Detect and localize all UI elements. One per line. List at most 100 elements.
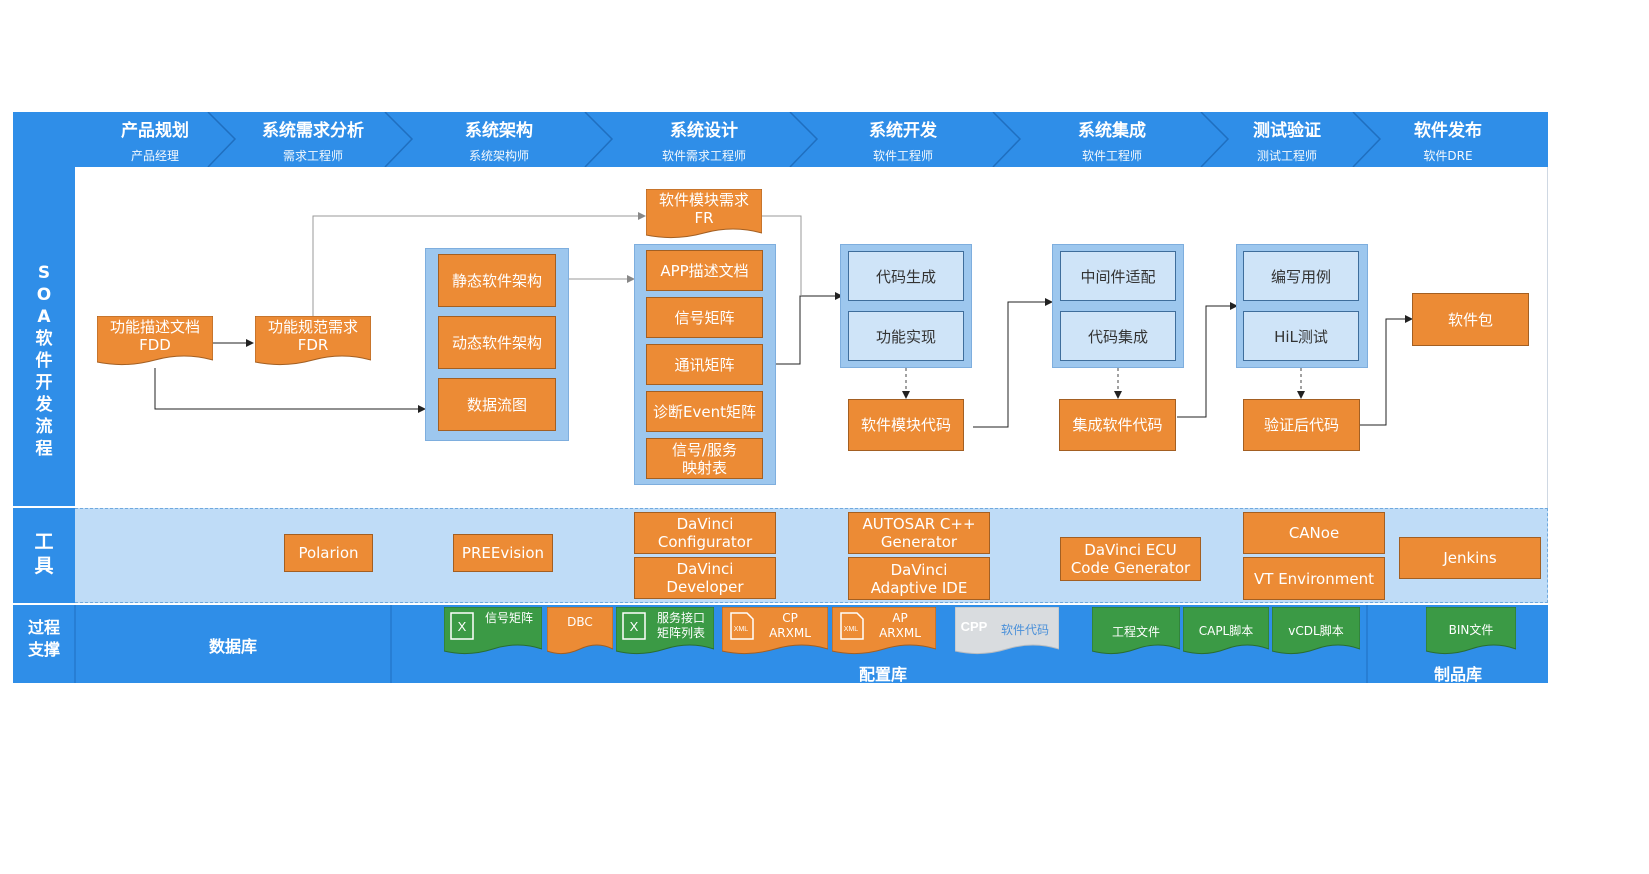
support-row-label: 过程支撑 [13,617,75,661]
artifact-item-label: BIN文件 [1448,623,1494,637]
fdr-document[interactable]: 功能规范需求 FDR [255,316,371,368]
phase-title: 系统架构 [465,121,533,141]
app-description-box[interactable]: APP描述文档 [646,250,763,291]
tools-row-text: 工具 [34,531,54,577]
phase-software-release: 软件发布 软件DRE [1368,112,1528,167]
svg-text:XML: XML [844,626,859,633]
fr-line1: 软件模块需求 [658,191,749,209]
phase-title: 软件发布 [1414,121,1482,141]
verified-code-box[interactable]: 验证后代码 [1243,399,1360,451]
tool-davinci-ecu[interactable]: DaVinci ECU Code Generator [1060,537,1201,581]
comm-matrix-box[interactable]: 通讯矩阵 [646,344,763,385]
fdd-line2: FDD [139,336,171,354]
hil-test-box[interactable]: HiL测试 [1243,311,1359,361]
tool-autosar-generator[interactable]: AUTOSAR C++ Generator [848,512,990,554]
config-item-signal-matrix[interactable]: X 信号矩阵 [444,607,542,657]
phase-title: 系统开发 [869,121,937,141]
phase-system-requirements: 系统需求分析 需求工程师 [233,112,393,167]
tool-davinci-configurator[interactable]: DaVinci Configurator [634,512,776,554]
software-package-box[interactable]: 软件包 [1412,293,1529,346]
excel-icon: X [450,612,474,640]
phase-role: 软件工程师 [1081,149,1142,163]
config-item-vcdl-script[interactable]: vCDL脚本 [1272,607,1360,657]
tool-jenkins[interactable]: Jenkins [1399,537,1541,579]
module-code-box[interactable]: 软件模块代码 [848,399,964,451]
phase-system-integration: 系统集成 软件工程师 [1032,112,1192,167]
document-shape [1426,607,1516,655]
tool-davinci-adaptive-ide[interactable]: DaVinci Adaptive IDE [848,557,990,600]
config-item-project-file[interactable]: 工程文件 [1092,607,1180,657]
xml-icon: XML [840,612,864,640]
phase-title: 系统设计 [670,121,738,141]
phase-title: 系统集成 [1078,121,1146,141]
xml-icon: XML [730,612,754,640]
document-shape [97,316,213,366]
feature-implementation-box[interactable]: 功能实现 [848,311,964,361]
phase-role: 测试工程师 [1256,149,1317,163]
document-shape [255,316,371,366]
phase-role: 软件工程师 [872,149,933,163]
write-testcase-box[interactable]: 编写用例 [1243,251,1359,301]
artifact-item-bin[interactable]: BIN文件 [1426,607,1516,657]
signal-service-map-box[interactable]: 信号/服务映射表 [646,438,763,479]
tool-polarion[interactable]: Polarion [284,534,373,572]
fr-document[interactable]: 软件模块需求 FR [646,189,762,241]
config-item-dbc[interactable]: DBC [547,607,613,657]
config-item-label: vCDL脚本 [1288,624,1344,638]
config-repo-label: 配置库 [858,665,907,684]
diag-event-matrix-box[interactable]: 诊断Event矩阵 [646,391,763,432]
support-dividers [74,605,1368,683]
document-shape [547,607,613,655]
svg-text:X: X [630,619,639,634]
config-item-label: 信号矩阵 [484,611,533,625]
phase-header: 产品规划 产品经理 系统需求分析 需求工程师 系统架构 系统架构师 系统设计 软… [13,112,1548,167]
config-item-label: 服务接口矩阵列表 [656,611,705,640]
middleware-adapt-box[interactable]: 中间件适配 [1060,251,1176,301]
document-shape [1272,607,1360,655]
config-item-label: CAPL脚本 [1198,624,1254,638]
process-area [75,167,1548,508]
static-architecture-box[interactable]: 静态软件架构 [438,254,556,307]
artifact-repo-label: 制品库 [1433,665,1482,684]
cpp-icon: CPP [961,619,988,634]
tool-canoe[interactable]: CANoe [1243,512,1385,554]
phase-system-design: 系统设计 软件需求工程师 [624,112,784,167]
database-label: 数据库 [208,637,257,656]
svg-text:XML: XML [734,626,749,633]
config-item-software-code[interactable]: CPP 软件代码 [955,607,1059,657]
tool-vt-environment[interactable]: VT Environment [1243,557,1385,600]
phase-role: 软件DRE [1423,149,1473,163]
phase-role: 产品经理 [130,149,179,163]
config-item-cp-arxml[interactable]: XML CP ARXML [722,607,828,657]
code-generation-box[interactable]: 代码生成 [848,251,964,301]
phase-role: 系统架构师 [468,149,529,163]
fdr-line2: FDR [297,336,329,354]
fdr-line1: 功能规范需求 [267,318,358,336]
fdd-document[interactable]: 功能描述文档 FDD [97,316,213,368]
phase-title: 系统需求分析 [262,121,364,141]
phase-role: 软件需求工程师 [661,149,746,163]
document-shape [955,607,1059,655]
config-item-ap-arxml[interactable]: XML AP ARXML [832,607,936,657]
code-integration-box[interactable]: 代码集成 [1060,311,1176,361]
data-flow-box[interactable]: 数据流图 [438,378,556,431]
svg-text:X: X [458,619,467,634]
tool-davinci-developer[interactable]: DaVinci Developer [634,557,776,599]
tool-preevision[interactable]: PREEvision [453,534,553,572]
signal-matrix-box[interactable]: 信号矩阵 [646,297,763,338]
config-item-label: 工程文件 [1111,625,1160,639]
fr-line2: FR [694,209,714,227]
config-item-label: DBC [567,615,593,629]
svg-text:CPP: CPP [961,619,988,634]
config-item-capl-script[interactable]: CAPL脚本 [1183,607,1269,657]
document-shape [646,189,762,239]
config-item-service-interface[interactable]: X 服务接口矩阵列表 [616,607,714,657]
excel-icon: X [622,612,646,640]
integrated-code-box[interactable]: 集成软件代码 [1059,399,1176,451]
document-shape [722,607,828,655]
phase-chevrons [207,112,1382,167]
dynamic-architecture-box[interactable]: 动态软件架构 [438,316,556,369]
